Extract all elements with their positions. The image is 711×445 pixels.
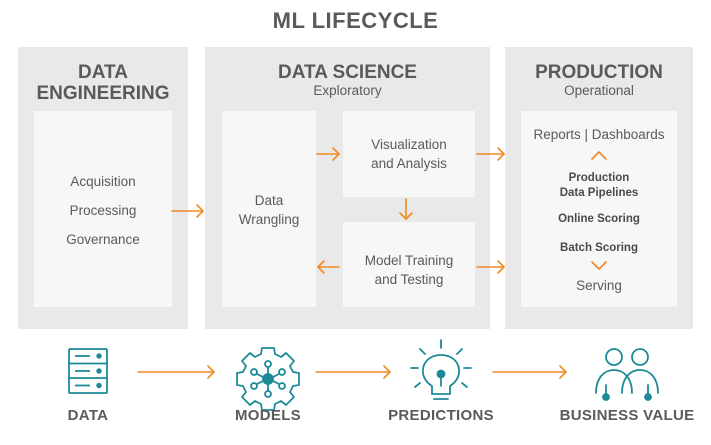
server-icon bbox=[68, 348, 108, 394]
arrow-models-to-predictions bbox=[315, 365, 391, 379]
acquisition-text: Acquisition bbox=[70, 174, 136, 189]
gear-network-icon bbox=[236, 347, 300, 411]
business-value-label: BUSINESS VALUE bbox=[559, 407, 695, 424]
training-card bbox=[343, 222, 475, 307]
engineering-title-line2: ENGINEERING bbox=[36, 83, 170, 104]
lightbulb-icon bbox=[410, 339, 472, 400]
wrangling-line2: Wrangling bbox=[238, 212, 300, 227]
production-title: PRODUCTION bbox=[535, 62, 663, 83]
governance-text: Governance bbox=[66, 232, 140, 247]
serving-text: Serving bbox=[576, 278, 622, 293]
chevron-down-icon bbox=[591, 261, 607, 270]
arrow-visualization-to-training bbox=[399, 198, 413, 220]
people-icon bbox=[595, 348, 659, 401]
arrow-engineering-to-wrangling bbox=[171, 204, 204, 218]
pipelines-line2: Data Pipelines bbox=[559, 187, 639, 199]
reports-dashboards-text: Reports | Dashboards bbox=[533, 127, 665, 142]
diagram-title: ML LIFECYCLE bbox=[272, 8, 439, 33]
training-line2: and Testing bbox=[374, 272, 444, 287]
arrow-training-to-wrangling bbox=[317, 260, 340, 274]
batch-scoring-text: Batch Scoring bbox=[560, 242, 638, 254]
data-label: DATA bbox=[67, 407, 109, 424]
visualization-card bbox=[343, 111, 475, 197]
science-subtitle: Exploratory bbox=[313, 83, 382, 98]
science-title: DATA SCIENCE bbox=[278, 62, 417, 83]
arrow-visualization-to-production bbox=[476, 147, 505, 161]
processing-text: Processing bbox=[69, 203, 137, 218]
production-subtitle: Operational bbox=[564, 83, 634, 98]
production-card bbox=[521, 111, 677, 307]
online-scoring-text: Online Scoring bbox=[558, 213, 640, 225]
pipelines-line1: Production bbox=[568, 172, 630, 184]
training-line1: Model Training bbox=[364, 253, 454, 268]
wrangling-card bbox=[222, 111, 316, 307]
predictions-label: PREDICTIONS bbox=[388, 407, 494, 424]
visualization-line1: Visualization bbox=[371, 137, 447, 152]
arrow-wrangling-to-visualization bbox=[316, 147, 340, 161]
visualization-line2: and Analysis bbox=[371, 156, 447, 171]
engineering-title-line1: DATA bbox=[78, 62, 128, 83]
chevron-up-icon bbox=[591, 151, 607, 160]
arrow-training-to-production bbox=[476, 260, 505, 274]
engineering-card bbox=[34, 111, 172, 307]
models-label: MODELS bbox=[235, 407, 301, 424]
arrow-predictions-to-business bbox=[492, 365, 567, 379]
wrangling-line1: Data bbox=[254, 193, 284, 208]
arrow-data-to-models bbox=[137, 365, 215, 379]
